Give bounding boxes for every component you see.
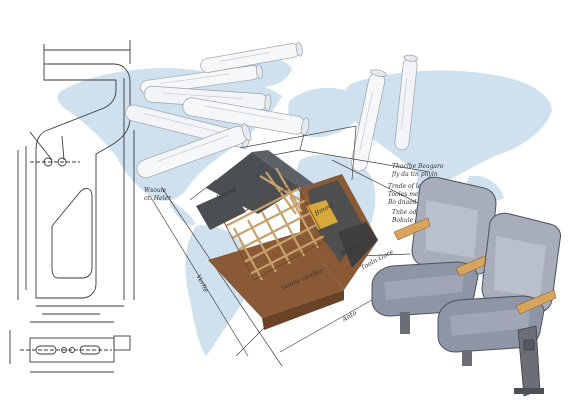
frame-bracket <box>523 339 535 351</box>
ochre-panel <box>306 200 338 230</box>
leader-2 <box>61 135 65 161</box>
blueprint-roll <box>136 123 252 179</box>
frame-foot <box>514 388 544 394</box>
sketch-construction-lines <box>149 125 431 367</box>
seat-front-leg <box>462 350 472 366</box>
wooden-floor-front <box>262 290 344 330</box>
technical-drawing <box>9 40 135 373</box>
armrest-rear-left <box>393 217 431 241</box>
roof-ridge <box>252 150 314 188</box>
note-right-5: Bo dnaed bed <box>387 199 430 206</box>
roof-left-lower <box>196 190 246 230</box>
blueprint-roll <box>200 42 303 73</box>
note-right-2: fly da tin phyln <box>391 171 438 178</box>
seat-rear-leg <box>400 312 410 334</box>
plan-tab <box>113 335 131 351</box>
note-left-2: ot. Heler <box>144 195 172 202</box>
note-left-1: Wsoule <box>144 187 167 194</box>
building-sketch <box>149 125 431 367</box>
seat-front-cushion-top <box>450 308 530 336</box>
note-right-3: Trnde of laper <box>388 183 433 190</box>
note-right-6: Tnbe oder pfor <box>392 209 439 216</box>
armrest-front-right <box>515 289 557 315</box>
note-bottom: Anto <box>340 309 358 325</box>
blueprint-roll <box>350 69 387 172</box>
drawing-side-profile <box>35 63 131 299</box>
blueprint-roll <box>394 54 419 151</box>
leader-1 <box>29 131 53 161</box>
seat-rear-cushion-top <box>384 274 464 300</box>
timber-frame <box>225 167 325 281</box>
seat-front <box>437 212 561 397</box>
note-right-1: Thoclbe Beagaro <box>392 163 444 170</box>
wooden-floor <box>208 232 344 318</box>
timber-outline <box>223 183 327 281</box>
drawing-cutout <box>51 188 93 279</box>
note-right-7: Bohule tle <box>391 217 423 224</box>
seat-frame-stand <box>517 325 541 397</box>
seat-front-back-inner <box>494 236 546 298</box>
right-wall-stone <box>338 222 378 268</box>
map-central-america <box>169 200 196 226</box>
note-right-4: Tooles meclen <box>388 191 431 198</box>
plan-hole-1 <box>61 347 67 353</box>
rolled-blueprints <box>125 42 419 179</box>
map-asia <box>344 70 552 184</box>
seat-rear-back-inner <box>426 200 478 258</box>
